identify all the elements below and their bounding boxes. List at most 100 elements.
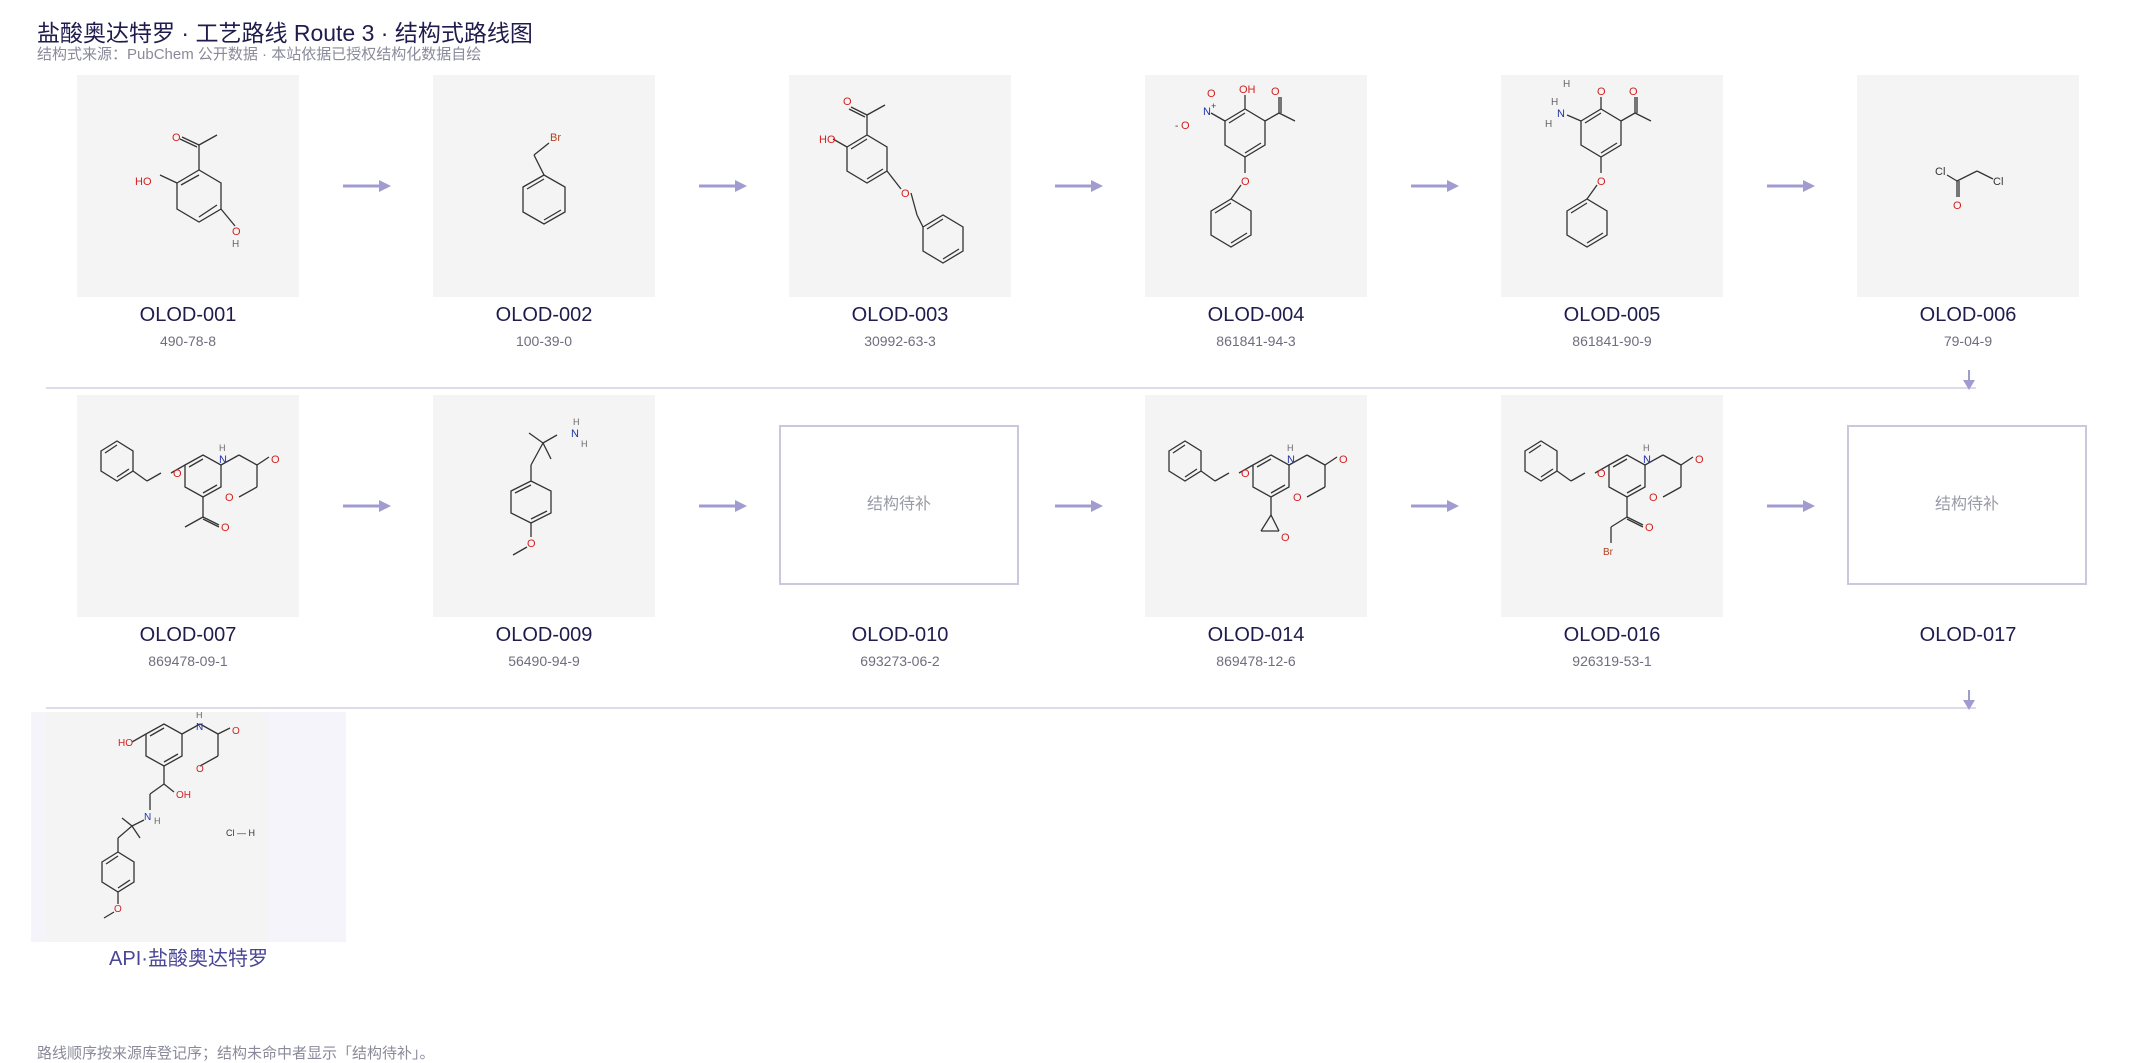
svg-text:H: H [1551,97,1558,108]
structure-olod-007: O H N O O O [100,440,280,534]
svg-text:O: O [1241,176,1250,188]
placeholder-text: 结构待补 [1934,496,1999,513]
structure-tile: Cl Cl O [1857,75,2079,297]
structure-tile: O H N O O O [1145,395,1367,617]
structure-olod-014: O H N O O O [1168,440,1348,544]
svg-text:+: + [1211,101,1216,111]
svg-text:O: O [114,904,122,915]
node-olod-002[interactable]: Br OLOD-002 100-39-0 [433,75,655,349]
svg-text:N: N [196,722,203,733]
svg-text:O: O [196,764,204,775]
structure-olod-001: O HO O H [135,132,241,250]
arrow-right-icon [1055,180,1103,192]
node-cas: 30992-63-3 [864,333,936,349]
svg-text:O: O [1597,468,1606,480]
node-olod-014[interactable]: O H N O O O OLOD-014 869478-12-6 [1145,395,1367,669]
svg-text:O: O [1207,88,1216,100]
node-cas: 926319-53-1 [1572,653,1652,669]
svg-text:Cl: Cl [1935,166,1945,178]
structure-olod-002: Br [522,132,566,225]
structure-tile: O HO O H [77,75,299,297]
node-code: OLOD-005 [1563,304,1661,326]
svg-text:N: N [219,454,227,466]
svg-text:O: O [1241,468,1250,480]
svg-text:O: O [221,522,230,534]
svg-text:O: O [1629,86,1638,98]
svg-text:N: N [1643,454,1651,466]
node-cas: 490-78-8 [159,333,217,349]
svg-text:Cl — H: Cl — H [226,828,255,838]
svg-text:O: O [901,188,910,200]
placeholder-frame [779,425,1019,585]
structure-tile: HO H N O O OH N H O Cl — H [46,710,268,942]
arrow-right-icon [1411,500,1459,512]
structure-tile: O H N O O O [77,395,299,617]
api-label: API·盐酸奥达特罗 [109,948,268,970]
svg-text:H: H [1545,119,1552,130]
svg-text:N: N [1287,454,1295,466]
svg-text:O: O [1597,176,1606,188]
node-cas: 693273-06-2 [860,653,940,669]
node-olod-010[interactable]: 结构待补 OLOD-010 693273-06-2 [779,395,1019,669]
node-code: OLOD-003 [851,304,949,326]
svg-text:H: H [581,439,588,449]
node-code: OLOD-001 [139,304,237,326]
svg-text:N: N [571,428,579,440]
arrow-right-icon [343,180,391,192]
svg-text:HO: HO [135,176,152,188]
svg-text:O: O [1597,86,1606,98]
svg-text:N: N [1203,106,1211,118]
svg-text:H: H [232,239,239,250]
node-olod-003[interactable]: O HO O OLOD-003 30992-63-3 [789,75,1011,349]
svg-text:N: N [144,812,151,823]
node-olod-006[interactable]: Cl Cl O OLOD-006 79-04-9 [1857,75,2079,349]
node-code: OLOD-002 [495,304,593,326]
node-code: OLOD-017 [1919,624,2017,646]
svg-text:O: O [1695,454,1704,466]
svg-text:O: O [232,726,240,737]
svg-text:O: O [271,454,280,466]
row-separator [46,387,1976,389]
svg-text:O: O [1953,200,1962,212]
node-code: OLOD-014 [1207,624,1305,646]
node-olod-007[interactable]: O H N O O O OLOD-007 869478-09-1 [77,395,299,669]
node-code: OLOD-004 [1207,304,1305,326]
svg-text:O: O [843,96,852,108]
svg-text:-: - [1175,121,1178,132]
structure-placeholder: 结构待补 [1847,395,2087,617]
node-olod-009[interactable]: H N H O OLOD-009 56490-94-9 [433,395,655,669]
svg-text:HO: HO [118,738,133,749]
node-cas: 861841-90-9 [1572,333,1652,349]
node-code: OLOD-007 [139,624,237,646]
node-olod-017[interactable]: 结构待补 OLOD-017 [1847,395,2087,653]
structure-olod-004: OH O N + O O - O [1175,84,1296,248]
structure-tile: OH O N + O O - O [1145,75,1367,297]
svg-text:O: O [1339,454,1348,466]
structure-tile: H O O H N H O [1501,75,1723,297]
node-olod-005[interactable]: H O O H N H O OLOD-005 861841-90-9 [1501,75,1723,349]
node-olod-004[interactable]: OH O N + O O - O OLOD-004 861841-94-3 [1145,75,1367,349]
svg-text:Br: Br [550,132,561,144]
structure-tile: Br [433,75,655,297]
node-olod-016[interactable]: O H N O O O Br OLOD-016 926319-53-1 [1501,395,1723,669]
arrow-down-icon [1963,370,1975,390]
svg-text:O: O [1181,120,1190,132]
row-separator [46,707,1976,709]
svg-text:HO: HO [819,134,836,146]
structure-tile: O H N O O O Br [1501,395,1723,617]
svg-text:O: O [173,468,182,480]
footer-note: 路线顺序按来源库登记序；结构未命中者显示「结构待补」。 [37,1045,435,1062]
structure-placeholder: 结构待补 [779,395,1019,617]
placeholder-frame [1847,425,2087,585]
node-code: OLOD-016 [1563,624,1661,646]
svg-text:N: N [1557,108,1565,120]
svg-text:O: O [1293,492,1302,504]
node-cas: 100-39-0 [515,333,573,349]
node-code: OLOD-010 [851,624,949,646]
svg-text:Br: Br [1603,547,1614,558]
arrow-right-icon [699,500,747,512]
svg-text:O: O [527,538,536,550]
node-olod-001[interactable]: O HO O H OLOD-001 490-78-8 [77,75,299,349]
structure-tile: O HO O [789,75,1011,297]
svg-text:H: H [1563,79,1570,90]
